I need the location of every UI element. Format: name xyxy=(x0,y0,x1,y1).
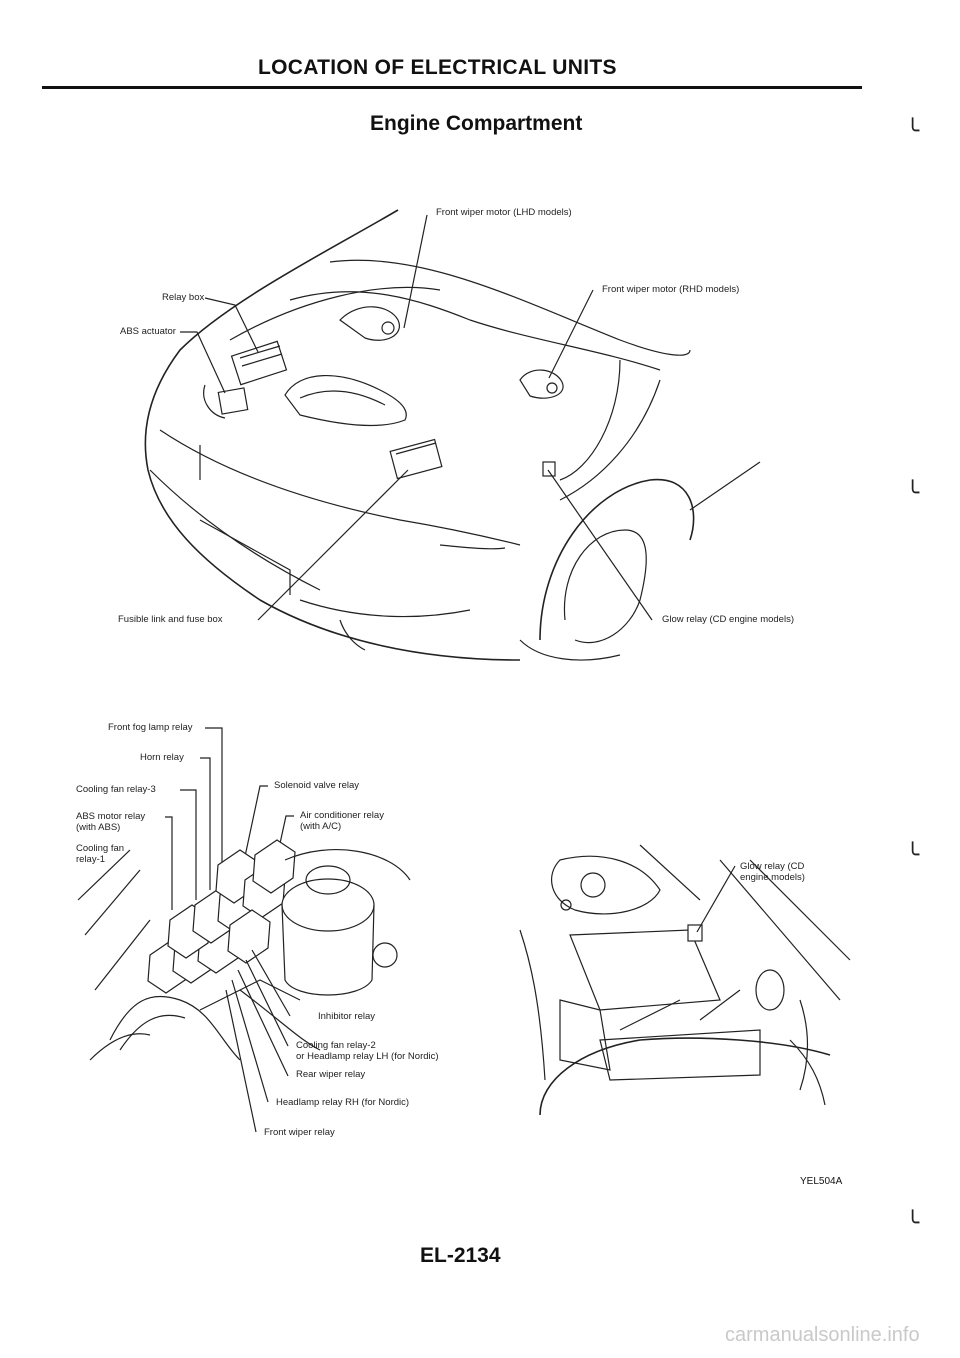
label-glow-relay-top: Glow relay (CD engine models) xyxy=(662,614,794,625)
binding-mark-2: ╰ xyxy=(906,480,920,505)
page-number: EL-2134 xyxy=(420,1244,501,1267)
label-cooling-fan-relay-1: Cooling fan relay-1 xyxy=(76,843,125,865)
label-front-wiper-motor-lhd: Front wiper motor (LHD models) xyxy=(436,207,572,218)
label-air-conditioner-relay: Air conditioner relay (with A/C) xyxy=(300,810,384,832)
figure-code: YEL504A xyxy=(800,1176,843,1187)
label-glow-relay-bottom: Glow relay (CD engine models) xyxy=(740,861,805,883)
car-front-drawing xyxy=(144,209,761,661)
label-horn-relay: Horn relay xyxy=(140,752,184,763)
page-title: LOCATION OF ELECTRICAL UNITS xyxy=(258,56,617,79)
section-subtitle: Engine Compartment xyxy=(370,112,583,135)
watermark: carmanualsonline.info xyxy=(725,1324,920,1346)
label-fusible-link-fuse-box: Fusible link and fuse box xyxy=(118,614,223,625)
label-front-fog-lamp-relay: Front fog lamp relay xyxy=(108,722,193,733)
relay-cluster-drawing xyxy=(77,727,411,1133)
binding-mark-1: ╰ xyxy=(906,118,920,143)
label-front-wiper-motor-rhd: Front wiper motor (RHD models) xyxy=(602,284,740,295)
binding-mark-3: ╰ xyxy=(906,842,920,867)
label-abs-motor-relay: ABS motor relay (with ABS) xyxy=(76,811,146,833)
label-cooling-fan-relay-3: Cooling fan relay-3 xyxy=(76,784,156,795)
title-rule xyxy=(42,86,862,89)
label-rear-wiper-relay: Rear wiper relay xyxy=(296,1069,366,1080)
label-abs-actuator: ABS actuator xyxy=(120,326,176,337)
label-solenoid-valve-relay: Solenoid valve relay xyxy=(274,780,360,791)
label-relay-box: Relay box xyxy=(162,292,205,303)
label-cooling-fan-relay-2: Cooling fan relay-2 or Headlamp relay LH… xyxy=(296,1040,439,1062)
label-headlamp-relay-rh: Headlamp relay RH (for Nordic) xyxy=(276,1097,410,1108)
label-front-wiper-relay: Front wiper relay xyxy=(264,1127,335,1138)
binding-mark-4: ╰ xyxy=(906,1210,920,1235)
engine-bay-drawing xyxy=(519,844,851,1116)
label-inhibitor-relay: Inhibitor relay xyxy=(318,1011,376,1022)
